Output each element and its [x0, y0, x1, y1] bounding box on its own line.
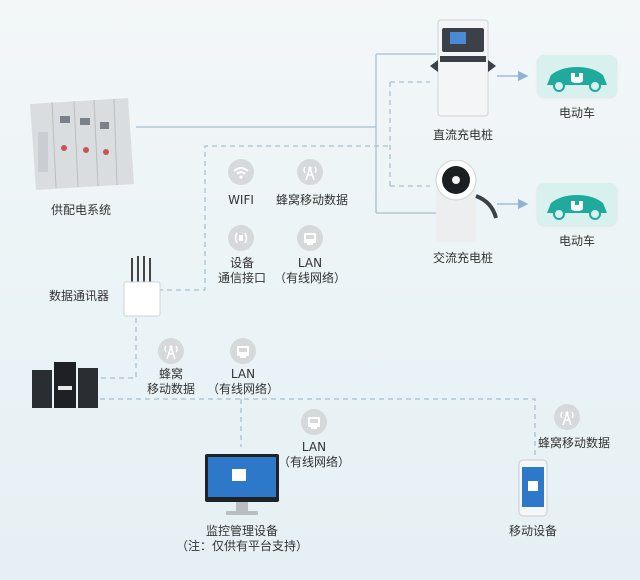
wifi-label: WIFI: [228, 193, 254, 207]
lan-bottom-label-2: （有线网络）: [277, 455, 350, 469]
wifi-icon: [228, 159, 254, 185]
lan-mid-label-2: （有线网络）: [206, 382, 279, 396]
mobile-label: 移动设备: [508, 524, 557, 538]
lan-top-label-2: （有线网络）: [273, 271, 346, 285]
dc-charger-label: 直流充电桩: [432, 128, 493, 142]
cellular-tower-icon: [554, 404, 580, 430]
lan-port-icon: [297, 225, 323, 251]
monitor-device: [204, 453, 280, 519]
data-communicator-label: 数据通讯器: [48, 289, 109, 303]
lan-top-label-1: LAN: [297, 256, 323, 270]
server-devices: [28, 360, 102, 410]
car-icon: [547, 67, 607, 92]
data-lines: [100, 81, 536, 455]
power-lines: [136, 53, 436, 214]
ev-arrows: [497, 70, 529, 210]
device-port-label-1: 设备: [229, 256, 254, 270]
car-icon: [547, 195, 607, 220]
device-port-label-2: 通信接口: [217, 271, 266, 285]
lan-port-icon: [230, 338, 256, 364]
ev-top-label: 电动车: [558, 106, 595, 120]
ev-bottom-label: 电动车: [558, 234, 595, 248]
dc-charger: [430, 18, 496, 118]
ac-charger: [430, 159, 500, 244]
lan-bottom-label-1: LAN: [301, 440, 327, 454]
monitor-note: （注：仅供有平台支持）: [175, 539, 308, 553]
data-communicator-device: [120, 256, 164, 320]
lan-port-icon: [301, 409, 327, 435]
cellular-tower-icon: [158, 338, 184, 364]
lan-mid-label-1: LAN: [230, 367, 256, 381]
power-system-cabinet: [24, 92, 136, 196]
cellular-mid-label-1: 蜂窝: [158, 367, 183, 381]
cellular-tower-icon: [297, 159, 323, 185]
ev-top-card: [537, 55, 617, 97]
power-system-label: 供配电系统: [50, 203, 111, 217]
ac-charger-label: 交流充电桩: [432, 251, 493, 265]
mobile-device: [518, 459, 548, 517]
device-port-icon: [228, 225, 254, 251]
ev-bottom-card: [537, 183, 617, 225]
cellular-top-label: 蜂窝移动数据: [275, 193, 348, 207]
cellular-right-label: 蜂窝移动数据: [537, 436, 610, 450]
cellular-mid-label-2: 移动数据: [146, 382, 195, 396]
monitor-label: 监控管理设备: [205, 524, 278, 538]
